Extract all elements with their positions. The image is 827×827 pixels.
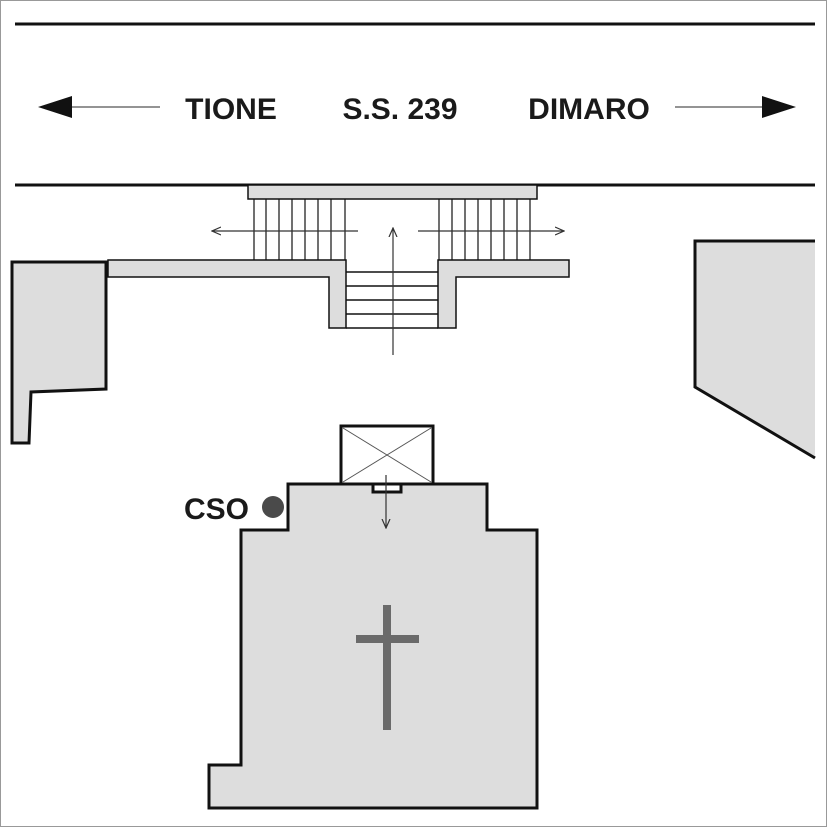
stair-flight-left xyxy=(253,199,346,260)
direction-arrow-left-icon xyxy=(38,96,160,118)
building-left xyxy=(10,260,108,445)
building-right xyxy=(693,239,816,460)
staircase xyxy=(107,184,570,355)
destination-right-label: DIMARO xyxy=(528,93,650,126)
terrace-wall-left xyxy=(107,259,347,329)
church-building xyxy=(207,424,539,810)
porch-cross-line-2 xyxy=(342,427,432,483)
route-name-label: S.S. 239 xyxy=(342,93,457,126)
destination-left-label: TIONE xyxy=(185,93,277,126)
stair-flight-right xyxy=(438,199,531,260)
stair-flight-center xyxy=(346,271,438,329)
cso-marker-icon[interactable] xyxy=(262,496,284,518)
direction-arrow-right-icon xyxy=(675,96,796,118)
cso-label: CSO xyxy=(184,493,249,526)
stair-landing-top xyxy=(247,184,538,200)
cross-icon xyxy=(356,605,419,730)
church-outline xyxy=(207,482,539,810)
